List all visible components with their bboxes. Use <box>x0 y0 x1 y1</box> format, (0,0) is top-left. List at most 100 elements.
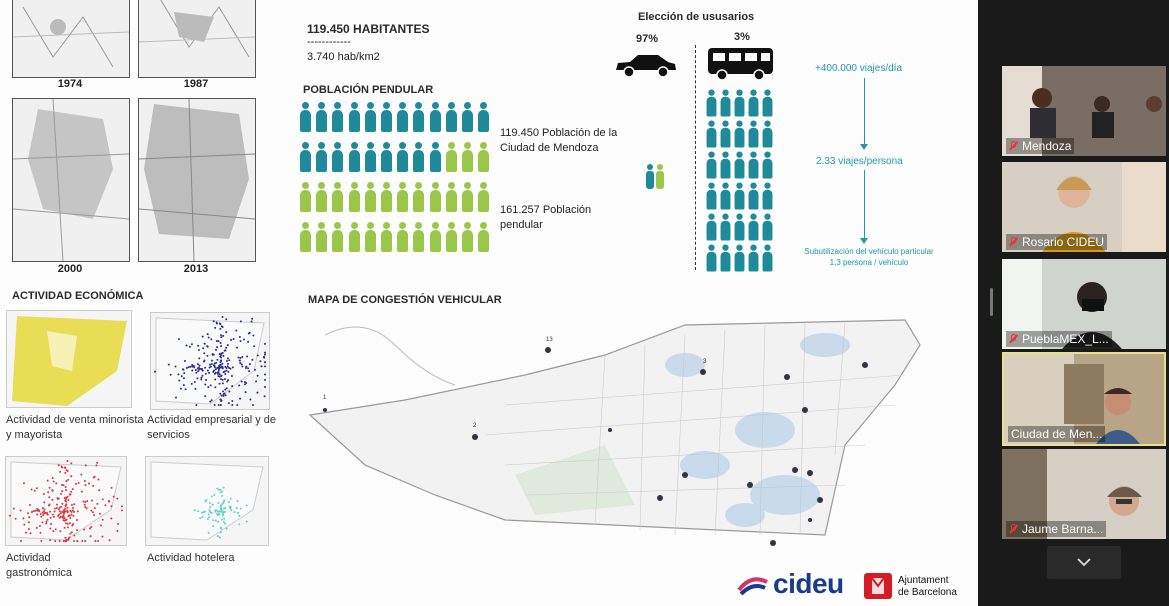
person-icon <box>706 182 717 210</box>
person-icon <box>397 222 409 252</box>
map-label-1: 1 <box>323 395 327 401</box>
person-icon <box>462 102 473 132</box>
person-icon <box>734 151 745 179</box>
subutil-line1: Subutilización del vehículo particular <box>804 247 934 256</box>
bus-percent: 3% <box>734 31 750 43</box>
person-icon <box>397 182 409 212</box>
viajes-dia-text: +400.000 viajes/día <box>815 63 903 74</box>
bus-icon <box>707 46 775 87</box>
participant-name-tag: Rosario CIDEU <box>1006 234 1108 250</box>
person-icon <box>762 120 773 148</box>
map-2013 <box>138 98 256 262</box>
mic-muted-icon <box>1009 237 1018 247</box>
person-icon <box>720 151 731 179</box>
person-icon <box>762 213 773 241</box>
person-icon <box>316 222 328 252</box>
person-icon <box>300 182 311 212</box>
participant-tile-puebla[interactable]: PueblaMEX_L... <box>1002 259 1166 349</box>
cideu-wordmark: cideu <box>773 568 844 599</box>
person-icon <box>720 120 731 148</box>
year-label-1974: 1974 <box>57 78 83 90</box>
person-icon <box>734 182 745 210</box>
ajuntament-logo <box>864 573 892 599</box>
person-icon <box>762 244 773 272</box>
map-label-3: 3 <box>703 359 707 365</box>
person-icon <box>332 182 344 212</box>
person-icon <box>316 182 328 212</box>
car-icon <box>612 52 678 83</box>
person-icon <box>332 102 344 132</box>
act-venta-label: Actividad de venta minorista y mayorista <box>6 414 144 441</box>
densidad-text: 3.740 hab/km2 <box>307 51 380 63</box>
person-icon <box>316 142 328 172</box>
person-icon <box>332 142 344 172</box>
person-icon <box>720 244 731 272</box>
legend-ciudad-line2: Ciudad de Mendoza <box>500 142 599 154</box>
participant-tile-mendoza[interactable]: Mendoza <box>1002 66 1166 156</box>
participant-name-tag: Ciudad de Men... <box>1008 426 1106 442</box>
legend-ciudad-line1: 119.450 Población de la <box>500 127 618 139</box>
map-gastronomica <box>5 456 127 546</box>
person-icon <box>720 213 731 241</box>
person-icon <box>316 102 328 132</box>
person-icon <box>413 182 425 212</box>
participant-tile-rosario[interactable]: Rosario CIDEU <box>1002 162 1166 252</box>
person-icon <box>413 142 425 172</box>
scroll-down-button[interactable] <box>1047 546 1121 579</box>
presentation-slide: 1974 1987 2000 2013 119.450 HABITANTES -… <box>0 0 978 606</box>
person-icon <box>445 102 457 132</box>
person-icon <box>364 222 376 252</box>
person-icon <box>720 89 731 117</box>
participant-name-tag: Mendoza <box>1006 138 1075 154</box>
person-icon <box>300 222 311 252</box>
arrow-line-2 <box>864 170 865 240</box>
person-icon <box>413 222 425 252</box>
participant-name-tag: Jaume Barna... <box>1006 521 1107 537</box>
person-icon <box>348 182 360 212</box>
person-icon <box>429 182 441 212</box>
person-icon <box>762 151 773 179</box>
participant-tile-jaume[interactable]: Jaume Barna... <box>1002 449 1166 539</box>
act-empresarial-label: Actividad empresarial y de servicios <box>147 414 277 441</box>
person-icon <box>381 222 392 252</box>
person-icon <box>332 222 344 252</box>
person-icon <box>413 102 425 132</box>
person-icon <box>478 222 490 252</box>
arrow-down-icon-2 <box>860 238 868 244</box>
person-icon <box>462 182 473 212</box>
ajuntament-line2: de Barcelona <box>898 587 957 598</box>
map-venta <box>6 310 132 408</box>
person-icon <box>462 222 473 252</box>
person-icon <box>720 182 731 210</box>
person-icon <box>706 213 717 241</box>
participant-tile-ciudad-active[interactable]: Ciudad de Men... <box>1002 352 1166 446</box>
legend-pendular-line2: pendular <box>500 219 543 231</box>
mapa-title: MAPA DE CONGESTIÓN VEHICULAR <box>308 294 502 306</box>
person-icon <box>478 182 490 212</box>
habitantes-text: 119.450 HABITANTES <box>307 22 430 36</box>
map-label-2: 2 <box>473 423 477 429</box>
person-icon <box>706 151 717 179</box>
person-icon <box>734 244 745 272</box>
act-hotelera-label: Actividad hotelera <box>147 552 235 564</box>
participant-name-tag: PueblaMEX_L... <box>1006 331 1112 347</box>
act-gastro-label: Actividad gastronómica <box>6 552 73 579</box>
arrow-line-1 <box>864 78 865 146</box>
eleccion-title: Elección de ususarios <box>638 11 755 23</box>
congestion-map: 1 2 3 13 <box>305 305 925 550</box>
panel-resize-handle[interactable] <box>990 288 993 316</box>
divider-dashed <box>695 45 696 270</box>
person-icon <box>364 182 376 212</box>
person-icon <box>348 102 360 132</box>
person-icon <box>706 89 717 117</box>
map-label-13: 13 <box>546 337 553 343</box>
person-icon <box>300 142 311 172</box>
map-empresarial <box>150 312 270 410</box>
year-label-2000: 2000 <box>57 263 83 275</box>
person-icon <box>381 102 392 132</box>
arrow-down-icon <box>860 144 868 150</box>
cideu-logo <box>735 572 771 603</box>
subutil-line2: 1,3 persona / vehículo <box>829 258 909 267</box>
person-icon <box>429 102 441 132</box>
person-icon <box>478 142 490 172</box>
